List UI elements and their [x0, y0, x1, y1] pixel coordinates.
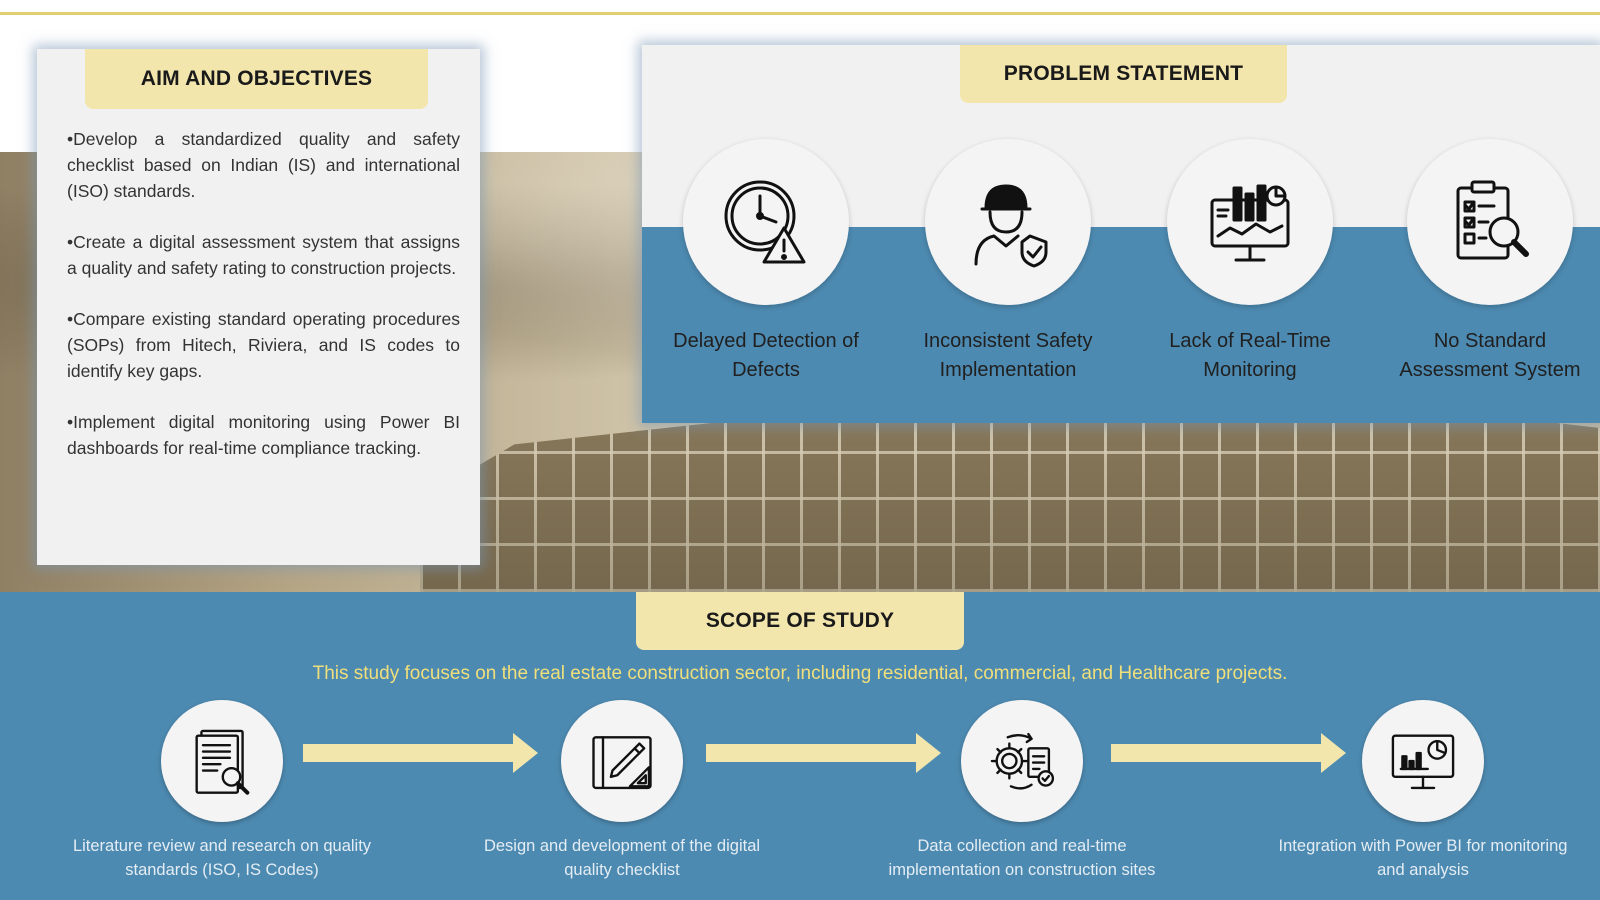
- gear-document-icon: [990, 732, 1055, 790]
- monitor-chart-icon: [1391, 734, 1455, 790]
- scope-step-label: Design and development of the digital qu…: [483, 837, 761, 879]
- aim-item: •Implement digital monitoring using Powe…: [67, 412, 460, 458]
- problem-item: No Standard Assessment System: [1380, 139, 1600, 385]
- problem-item: Inconsistent Safety Implementation: [898, 139, 1118, 385]
- scope-step: Design and development of the digital qu…: [472, 700, 772, 882]
- scope-title: SCOPE OF STUDY: [636, 592, 964, 650]
- aim-item: •Create a digital assessment system that…: [67, 232, 460, 278]
- scope-step: Data collection and real-time implementa…: [872, 700, 1172, 882]
- problem-panel: PROBLEM STATEMENT Delayed Detection of D…: [642, 45, 1600, 423]
- monitor-analytics-icon: [1210, 184, 1290, 262]
- scope-band: SCOPE OF STUDY This study focuses on the…: [0, 592, 1600, 900]
- problem-item: Delayed Detection of Defects: [656, 139, 876, 385]
- checklist-search-icon: [1456, 180, 1529, 260]
- document-search-icon: [195, 729, 250, 795]
- problem-item: Lack of Real-Time Monitoring: [1140, 139, 1360, 385]
- worker-shield-icon: [974, 184, 1048, 268]
- aim-title: AIM AND OBJECTIVES: [85, 49, 428, 109]
- problem-label: Lack of Real-Time Monitoring: [1169, 330, 1331, 381]
- aim-list: •Develop a standardized quality and safe…: [67, 126, 460, 486]
- scope-step: Integration with Power BI for monitoring…: [1273, 700, 1573, 882]
- scope-step-label: Data collection and real-time implementa…: [888, 837, 1156, 879]
- scope-step-label: Integration with Power BI for monitoring…: [1278, 837, 1568, 879]
- scope-step: Literature review and research on qualit…: [72, 700, 372, 882]
- blueprint-pencil-icon: [592, 736, 652, 790]
- problem-label: Inconsistent Safety Implementation: [923, 330, 1093, 381]
- aim-panel: AIM AND OBJECTIVES •Develop a standardiz…: [37, 49, 480, 565]
- arrow-right-icon: [706, 733, 941, 773]
- scope-description: This study focuses on the real estate co…: [312, 663, 1288, 684]
- top-rule: [0, 12, 1600, 15]
- aim-item: •Compare existing standard operating pro…: [67, 309, 460, 381]
- scope-step-label: Literature review and research on qualit…: [72, 837, 372, 879]
- problem-label: Delayed Detection of Defects: [673, 330, 859, 381]
- arrow-right-icon: [1111, 733, 1346, 773]
- clock-warning-icon: [724, 180, 806, 264]
- problem-label: No Standard Assessment System: [1399, 330, 1581, 381]
- problem-title: PROBLEM STATEMENT: [960, 45, 1287, 103]
- arrow-right-icon: [303, 733, 538, 773]
- aim-item: •Develop a standardized quality and safe…: [67, 129, 460, 201]
